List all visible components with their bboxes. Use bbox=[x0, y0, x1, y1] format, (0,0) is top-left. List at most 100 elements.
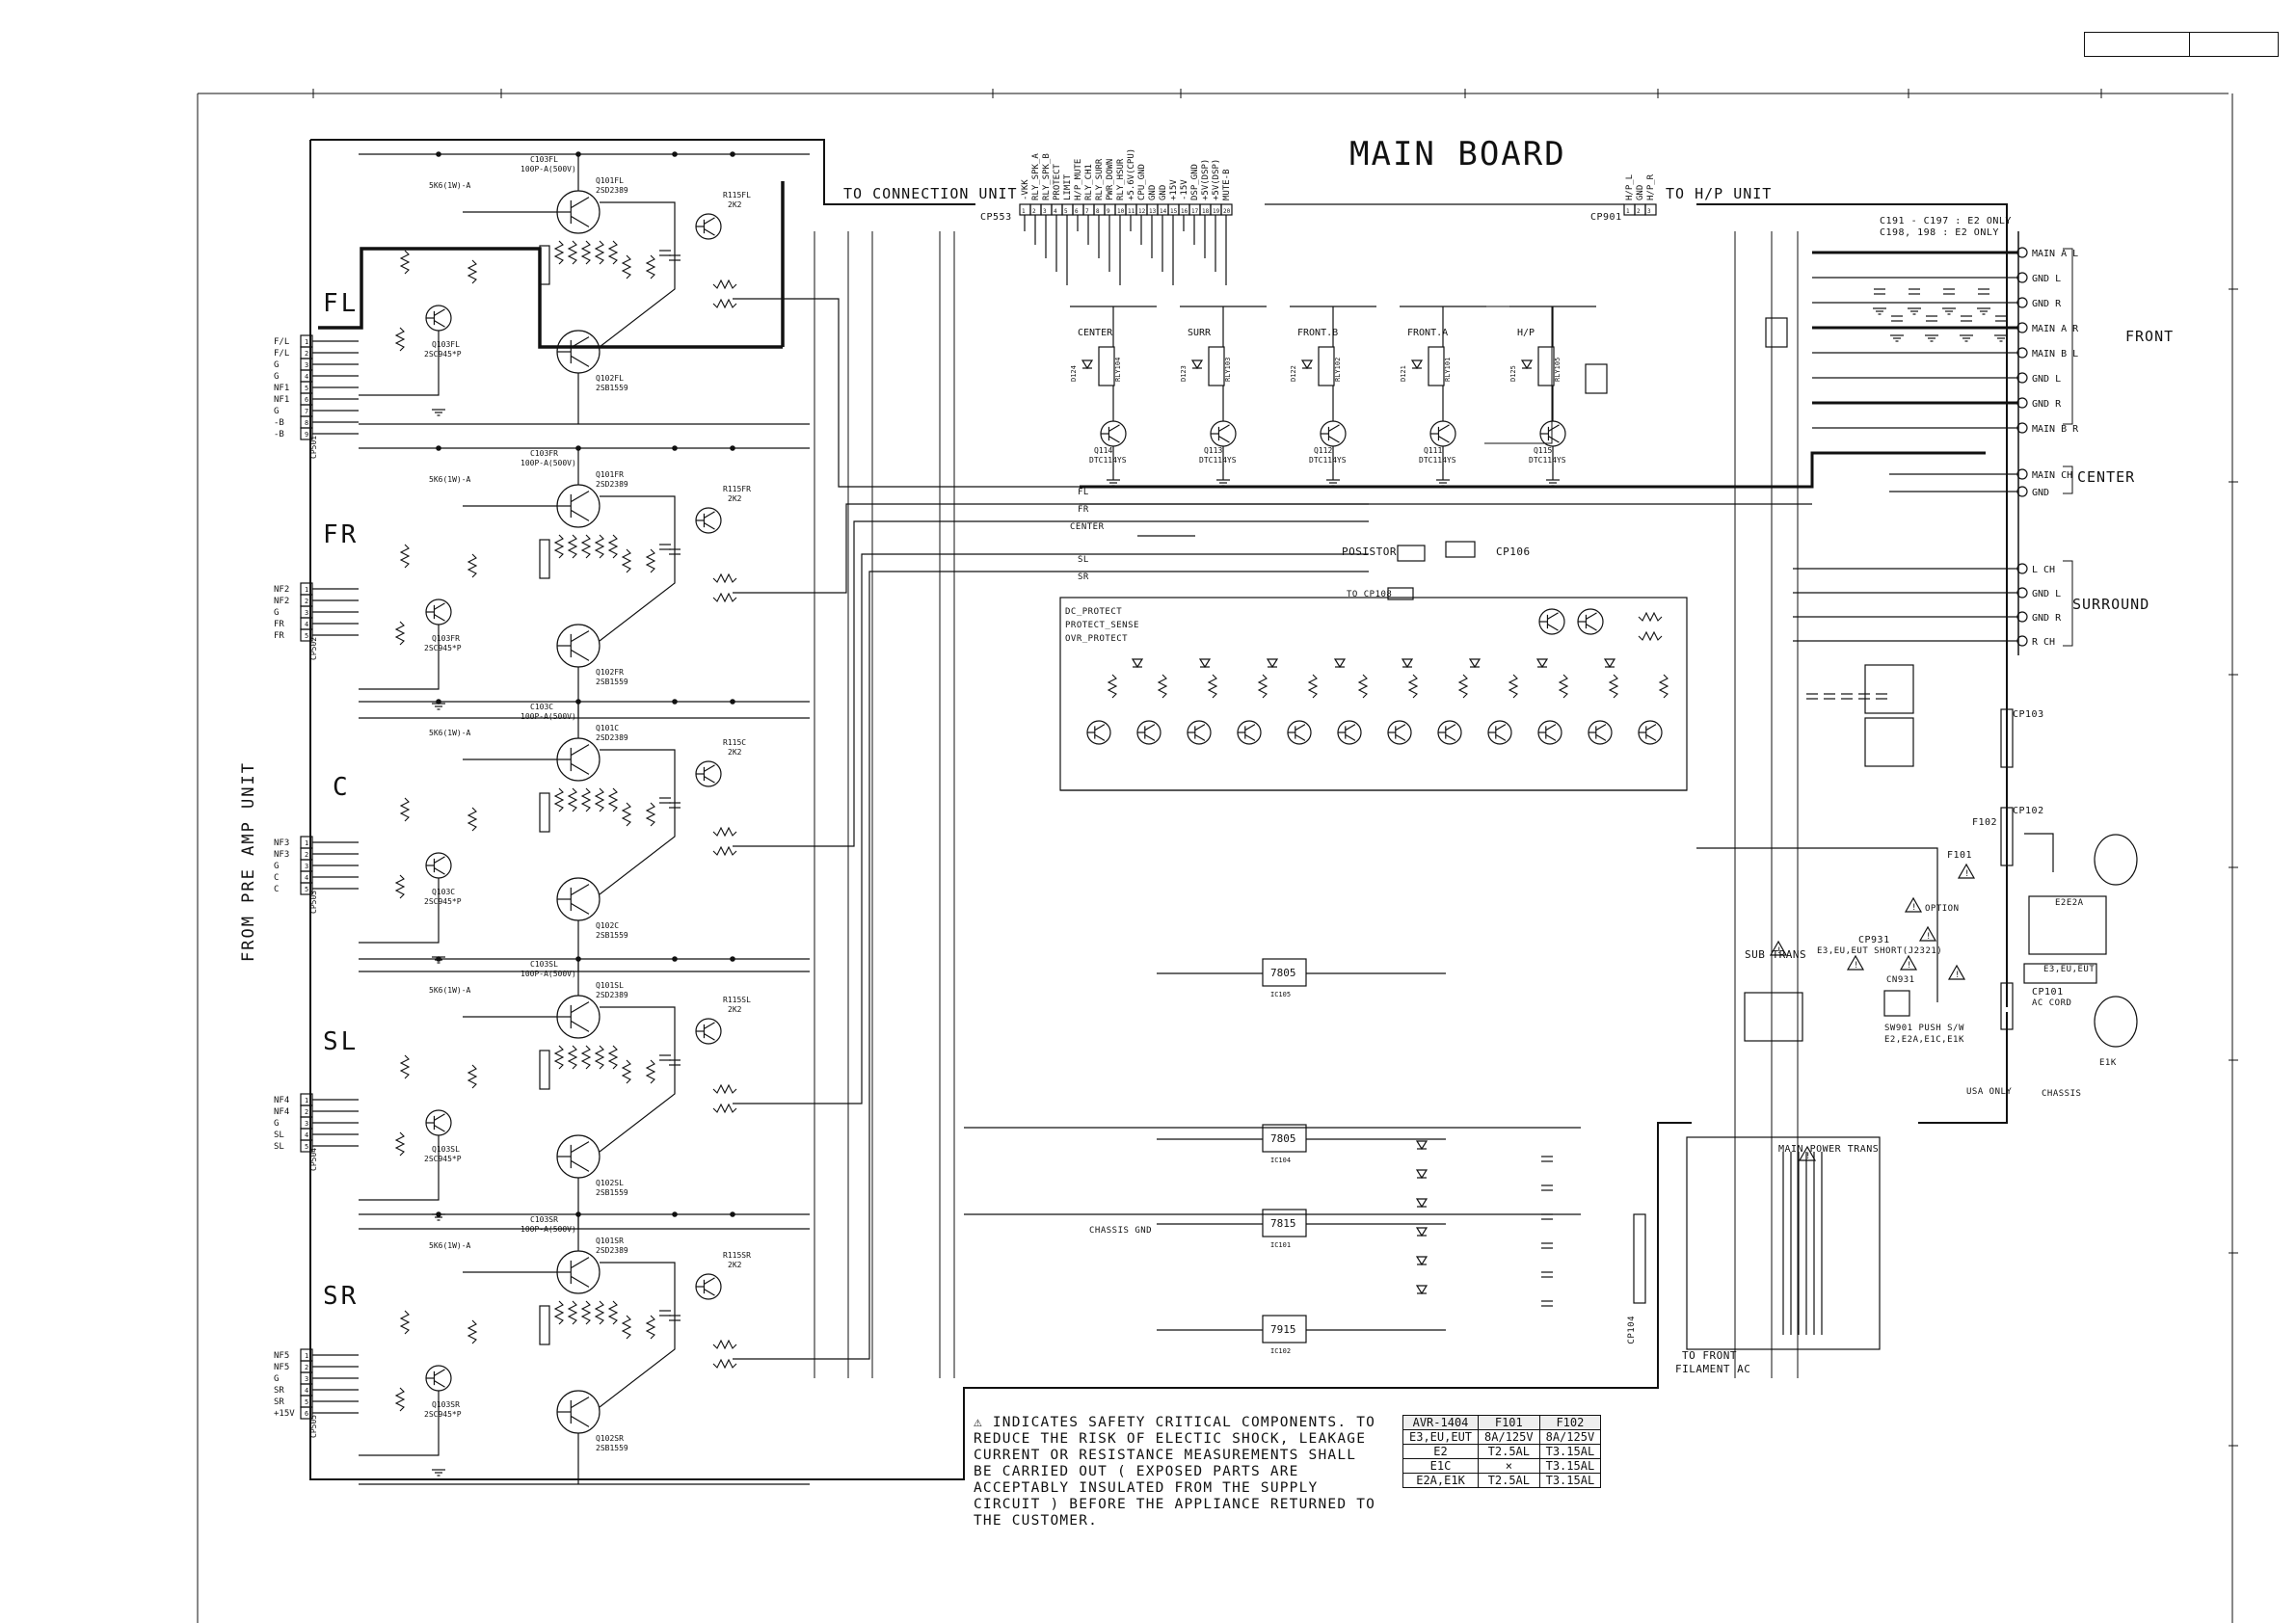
e1k-label: E1K bbox=[2099, 1058, 2117, 1068]
wire bbox=[434, 1369, 445, 1376]
pin-number: 6 bbox=[305, 1410, 308, 1418]
cp553-signal: RLY_SPK_A bbox=[1031, 153, 1041, 200]
cp553-signal: +5V(DSP) bbox=[1201, 159, 1211, 200]
resistor bbox=[580, 1045, 592, 1070]
pin-number: 16 bbox=[1181, 208, 1188, 215]
protect-ovr: OVR_PROTECT bbox=[1065, 634, 1129, 644]
resistor bbox=[467, 1064, 478, 1089]
from-preamp-label: FROM PRE AMP UNIT bbox=[239, 761, 258, 962]
wire bbox=[1586, 624, 1597, 631]
resistor bbox=[712, 572, 737, 584]
wire bbox=[1495, 733, 1507, 741]
junction bbox=[575, 956, 581, 962]
diode bbox=[1520, 359, 1534, 370]
junction bbox=[575, 151, 581, 157]
fuse-header-f102: F102 bbox=[1538, 1415, 1602, 1430]
wire bbox=[1108, 436, 1120, 443]
pin-number: 13 bbox=[1149, 208, 1157, 215]
wire bbox=[570, 1141, 590, 1154]
resistor bbox=[645, 548, 656, 573]
regulator-name: 7805 bbox=[1270, 1132, 1296, 1145]
part-label: 5K6(1W)-A bbox=[429, 475, 471, 484]
part-label: 2SC945*P bbox=[424, 1155, 462, 1163]
part-label: 100P-A(500V) bbox=[521, 165, 576, 173]
cp553-signal: GND bbox=[1148, 185, 1158, 200]
cp553-signal: -VKK bbox=[1021, 179, 1030, 200]
resistor bbox=[1638, 611, 1663, 623]
channel-c-label: C bbox=[333, 773, 351, 802]
wire bbox=[570, 762, 590, 775]
cp553-signal: GND bbox=[1159, 185, 1168, 200]
fuse-row: E2A,E1K T2.5AL T3.15AL bbox=[1402, 1473, 1602, 1488]
part-label: C103FR bbox=[530, 449, 558, 458]
part-label: C103SR bbox=[530, 1215, 558, 1224]
pin-number: 5 bbox=[305, 1143, 308, 1151]
fuse-table-header: AVR-1404 F101 F102 bbox=[1402, 1415, 1602, 1430]
resistor bbox=[645, 254, 656, 279]
input-pin-label: NF4 bbox=[274, 1096, 289, 1105]
resistor bbox=[553, 534, 565, 559]
resistor bbox=[567, 787, 578, 812]
resistor bbox=[580, 1300, 592, 1325]
posistor bbox=[1397, 545, 1426, 562]
cp553-signal: LIMIT bbox=[1063, 173, 1073, 200]
wire bbox=[1595, 724, 1607, 732]
resistor bbox=[594, 1300, 605, 1325]
cp101-label: CP101 bbox=[2032, 987, 2064, 998]
wire bbox=[1548, 436, 1560, 443]
warning-icon bbox=[1899, 954, 1918, 971]
relay-diode: D122 bbox=[1290, 365, 1297, 382]
part-label: Q102C bbox=[596, 921, 619, 930]
terminal-label: MAIN A R bbox=[2032, 324, 2079, 334]
cp553-label: CP553 bbox=[980, 212, 1012, 223]
main-trans-label: MAIN POWER TRANS bbox=[1778, 1144, 1880, 1155]
relay-ref: RLY104 bbox=[1114, 358, 1122, 382]
resistor bbox=[1558, 674, 1569, 699]
input-pin-label: NF2 bbox=[274, 597, 289, 606]
to-connection-label: TO CONNECTION UNIT bbox=[843, 185, 1018, 202]
part-label: 100P-A(500V) bbox=[521, 712, 576, 721]
resistor bbox=[467, 807, 478, 832]
connector-label: CP503 bbox=[309, 891, 318, 914]
part-label: Q103SL bbox=[432, 1145, 460, 1154]
part-label: R115FL bbox=[723, 191, 751, 200]
wire bbox=[1645, 733, 1657, 741]
cp103-label: CP103 bbox=[2013, 709, 2044, 720]
wire bbox=[359, 878, 440, 944]
relay-name: CENTER bbox=[1078, 328, 1113, 338]
wire bbox=[570, 902, 590, 915]
regulator-ref: IC105 bbox=[1270, 991, 1291, 998]
bias-block bbox=[539, 539, 550, 579]
fuse-cell: 8A/125V bbox=[1538, 1429, 1602, 1445]
resistor bbox=[580, 240, 592, 265]
part-label: Q114 bbox=[1094, 446, 1112, 455]
output-note-2: C198, 198 : E2 ONLY bbox=[1880, 227, 1999, 238]
input-pin-label: SL bbox=[274, 1142, 284, 1152]
bias-block bbox=[539, 1305, 550, 1345]
wire bbox=[1545, 733, 1557, 741]
fuse-box-e3 bbox=[2023, 963, 2097, 984]
junction bbox=[575, 1211, 581, 1217]
cp553-signal: CPU_GND bbox=[1137, 164, 1147, 200]
resistor bbox=[607, 787, 619, 812]
relay-name: FRONT.A bbox=[1407, 328, 1448, 338]
resistor bbox=[1307, 674, 1319, 699]
warning-icon bbox=[1947, 964, 1966, 980]
junction bbox=[730, 1211, 735, 1217]
wire bbox=[1586, 612, 1597, 620]
wire bbox=[434, 856, 445, 864]
part-label: 2SD2389 bbox=[596, 991, 628, 999]
resistor bbox=[1157, 674, 1168, 699]
resistor bbox=[399, 1054, 411, 1079]
warning-mark: ! bbox=[1854, 961, 1858, 971]
resistor bbox=[580, 534, 592, 559]
wire bbox=[810, 520, 1369, 847]
part-label: 2SD2389 bbox=[596, 480, 628, 489]
terminal-label: GND L bbox=[2032, 274, 2061, 284]
pin-number: 5 bbox=[305, 632, 308, 640]
diode bbox=[1401, 658, 1414, 669]
wire bbox=[359, 625, 440, 690]
relay-diode: D125 bbox=[1509, 365, 1517, 382]
resistor bbox=[567, 1045, 578, 1070]
bias-block bbox=[539, 1050, 550, 1090]
